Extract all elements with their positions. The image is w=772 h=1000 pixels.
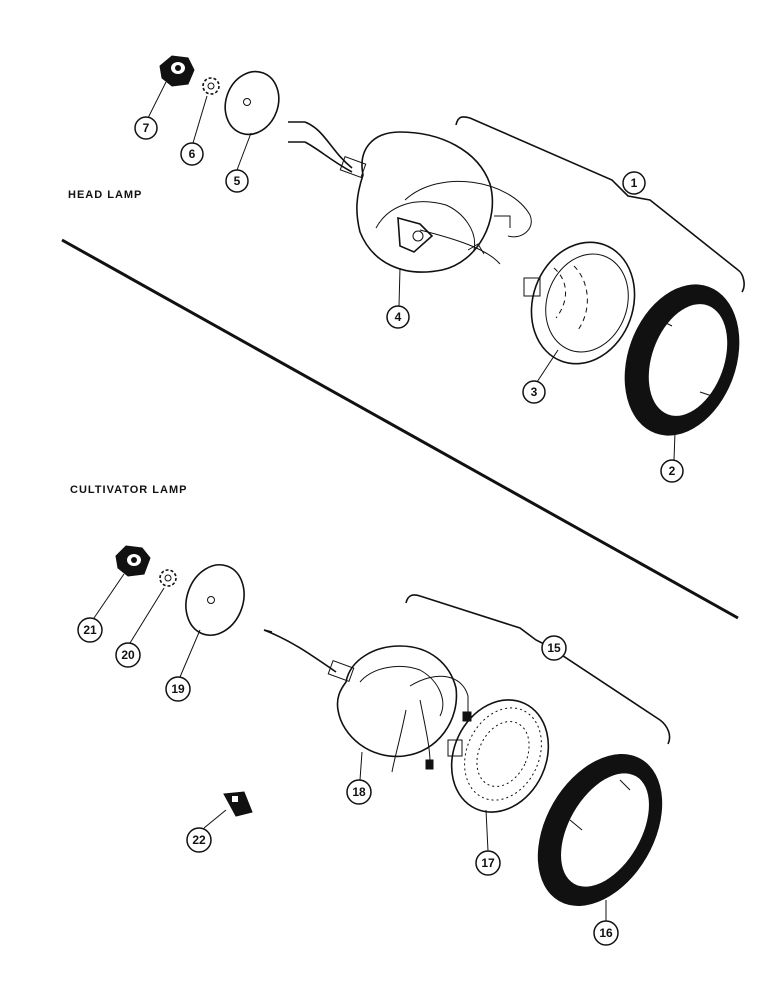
head-lamp-flat-washer (224, 70, 280, 136)
cultivator-lamp-leader-lines (93, 573, 607, 921)
svg-text:3: 3 (531, 385, 538, 399)
head-lamp-leader-lines (147, 81, 676, 461)
callout-2: 2 (660, 459, 684, 483)
svg-text:5: 5 (234, 174, 241, 188)
svg-text:6: 6 (189, 147, 196, 161)
head-lamp-sealed-beam (523, 241, 636, 365)
svg-text:18: 18 (352, 785, 366, 799)
callout-1: 1 (622, 171, 646, 195)
callout-22: 22 (186, 827, 212, 853)
callout-19: 19 (165, 676, 191, 702)
callout-21: 21 (77, 617, 103, 643)
svg-text:21: 21 (83, 623, 97, 637)
callout-3: 3 (522, 380, 546, 404)
callout-15: 15 (541, 635, 567, 661)
svg-text:4: 4 (395, 310, 402, 324)
svg-text:19: 19 (171, 682, 185, 696)
wire-clip (223, 791, 253, 817)
cultivator-lamp-bezel-ring (537, 754, 663, 906)
svg-text:15: 15 (547, 641, 561, 655)
head-lamp-bezel-ring (624, 284, 740, 436)
svg-text:7: 7 (143, 121, 150, 135)
head-lamp-housing (288, 121, 532, 273)
head-lamp-bracket (455, 116, 745, 293)
callout-6: 6 (180, 142, 204, 166)
callout-16: 16 (593, 920, 619, 946)
callout-5: 5 (225, 169, 249, 193)
cultivator-lamp-title: CULTIVATOR LAMP (70, 484, 188, 496)
head-lamp-title: HEAD LAMP (68, 189, 143, 201)
section-divider-line (61, 238, 739, 620)
head-lamp-lock-washer (202, 77, 220, 95)
cultivator-lamp-sealed-beam (447, 699, 550, 813)
cultivator-lamp-nut (115, 545, 151, 577)
callout-4: 4 (386, 305, 410, 329)
svg-text:22: 22 (192, 833, 206, 847)
svg-text:16: 16 (599, 926, 613, 940)
svg-text:1: 1 (631, 176, 638, 190)
head-lamp-nut (159, 55, 195, 87)
svg-text:17: 17 (481, 856, 495, 870)
cultivator-lamp-housing (263, 629, 472, 773)
svg-text:2: 2 (669, 464, 676, 478)
cultivator-lamp-flat-washer (185, 564, 245, 636)
callout-7: 7 (134, 116, 158, 140)
cultivator-lamp-bracket (405, 594, 671, 745)
cultivator-lamp-lock-washer (159, 569, 177, 587)
svg-text:20: 20 (121, 648, 135, 662)
callout-18: 18 (346, 779, 372, 805)
callout-17: 17 (475, 850, 501, 876)
callout-20: 20 (115, 642, 141, 668)
